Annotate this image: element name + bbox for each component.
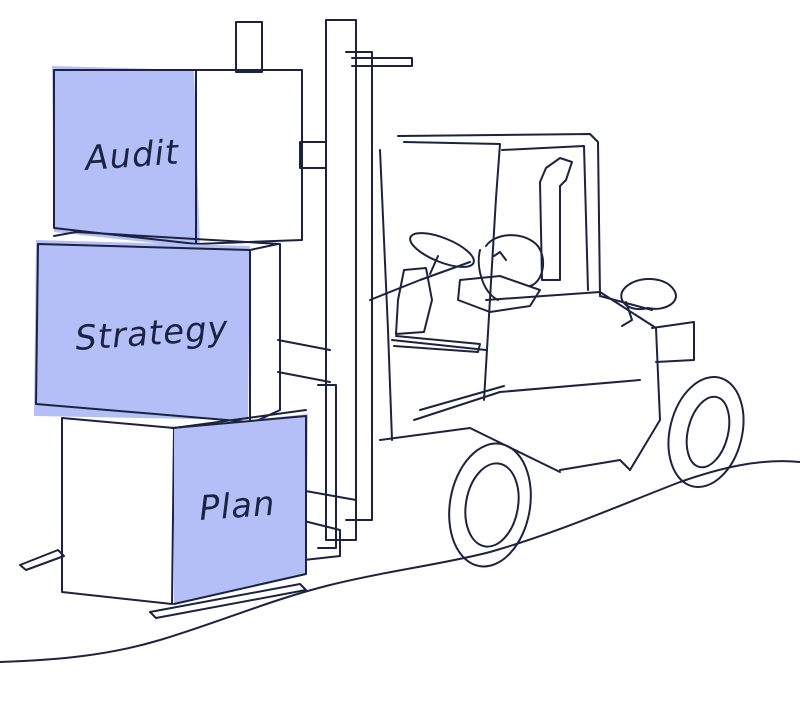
box-audit-label: Audit — [82, 132, 181, 179]
box-plan-fill — [174, 414, 308, 604]
box-audit: Audit — [52, 66, 303, 248]
box-strategy: Strategy — [34, 231, 281, 425]
rear-wheel — [667, 375, 745, 489]
exhaust-pipe — [539, 157, 573, 281]
front-wheel — [448, 442, 532, 568]
ground-line — [0, 460, 800, 663]
forklift-forks — [19, 519, 341, 619]
box-strategy-fill — [34, 240, 250, 420]
box-plan: Plan — [61, 409, 308, 605]
forklift-mast — [235, 19, 413, 549]
rear-light — [620, 277, 677, 327]
box-audit-fill — [52, 66, 200, 248]
box-plan-label: Plan — [198, 484, 277, 529]
seat-and-steering — [395, 232, 545, 335]
